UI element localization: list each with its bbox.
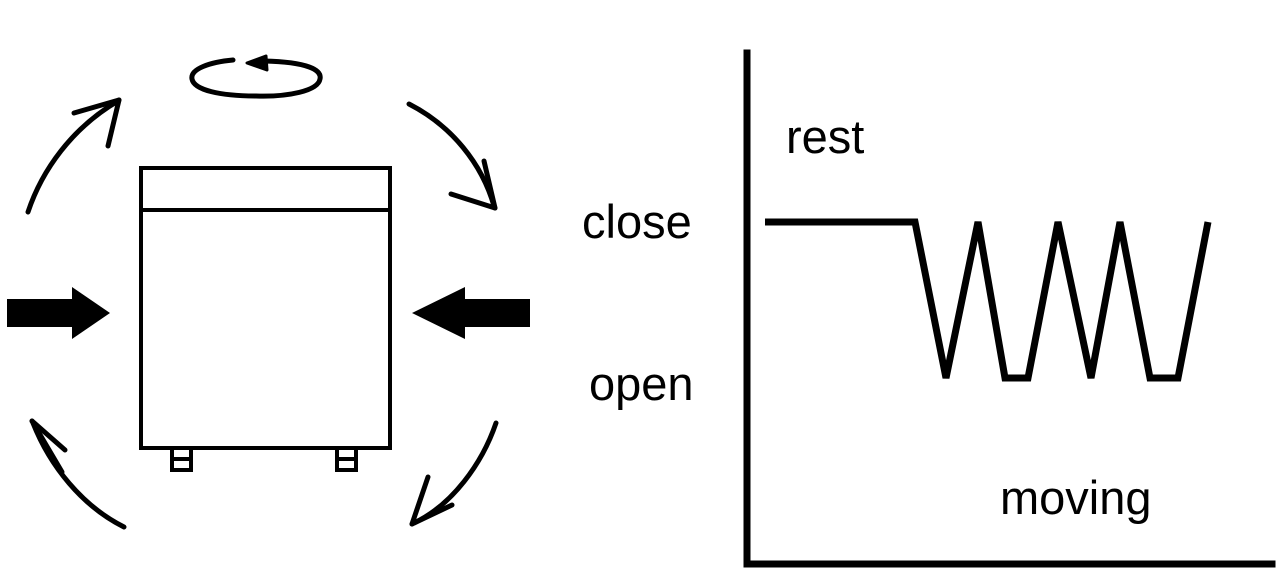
motion-arrow-bottom-left-icon: [29, 418, 127, 530]
motion-arrow-top-left-icon: [25, 97, 122, 215]
washing-machine-foot-right: [335, 446, 358, 472]
drum-rotation-ellipse-icon: [189, 54, 323, 99]
chart-annotation-rest: rest: [786, 110, 865, 163]
chart-annotation-moving: moving: [1000, 471, 1152, 524]
motion-arrow-bottom-right-icon: [409, 420, 499, 527]
force-arrow-left-icon: [7, 287, 110, 339]
washing-machine-body: [139, 166, 392, 450]
chart-y-tick-label-close: close: [582, 195, 692, 248]
washing-machine-foot-left: [170, 446, 193, 472]
chart-axes: [743, 49, 1276, 568]
chart-y-tick-label-open: open: [589, 357, 694, 410]
force-arrow-right-icon: [412, 287, 530, 339]
chart-series-door-gap: [765, 218, 1212, 382]
washing-machine-group: [139, 166, 392, 472]
motion-arrow-top-right-icon: [406, 101, 498, 211]
